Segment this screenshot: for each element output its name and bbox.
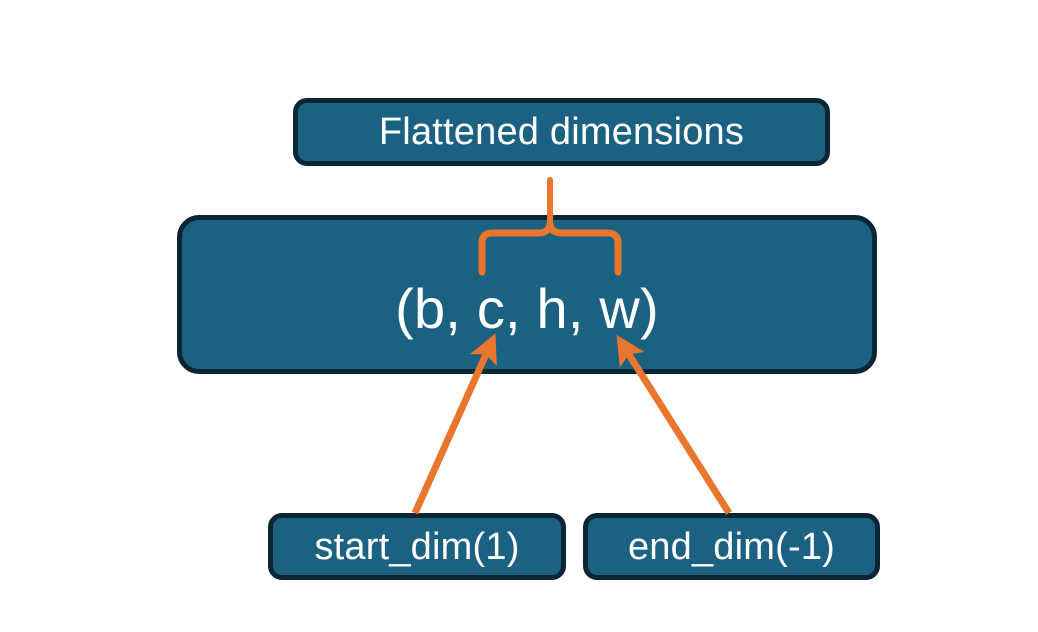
arrow-start-dim-to-c — [411, 333, 497, 515]
node-flattened-dimensions-label: Flattened dimensions — [378, 111, 745, 153]
node-flattened-dimensions[interactable]: Flattened dimensions — [293, 98, 830, 166]
node-start-dim-label: start_dim(1) — [314, 525, 520, 568]
node-end-dim-label: end_dim(-1) — [627, 525, 836, 568]
node-end-dim[interactable]: end_dim(-1) — [583, 513, 880, 580]
node-tensor-shape[interactable]: (b, c, h, w) — [177, 215, 877, 374]
arrow-end-dim-to-w — [616, 334, 732, 515]
node-tensor-shape-label: (b, c, h, w) — [395, 276, 659, 340]
curly-brace-over-chw — [478, 177, 622, 276]
node-start-dim[interactable]: start_dim(1) — [268, 513, 566, 580]
